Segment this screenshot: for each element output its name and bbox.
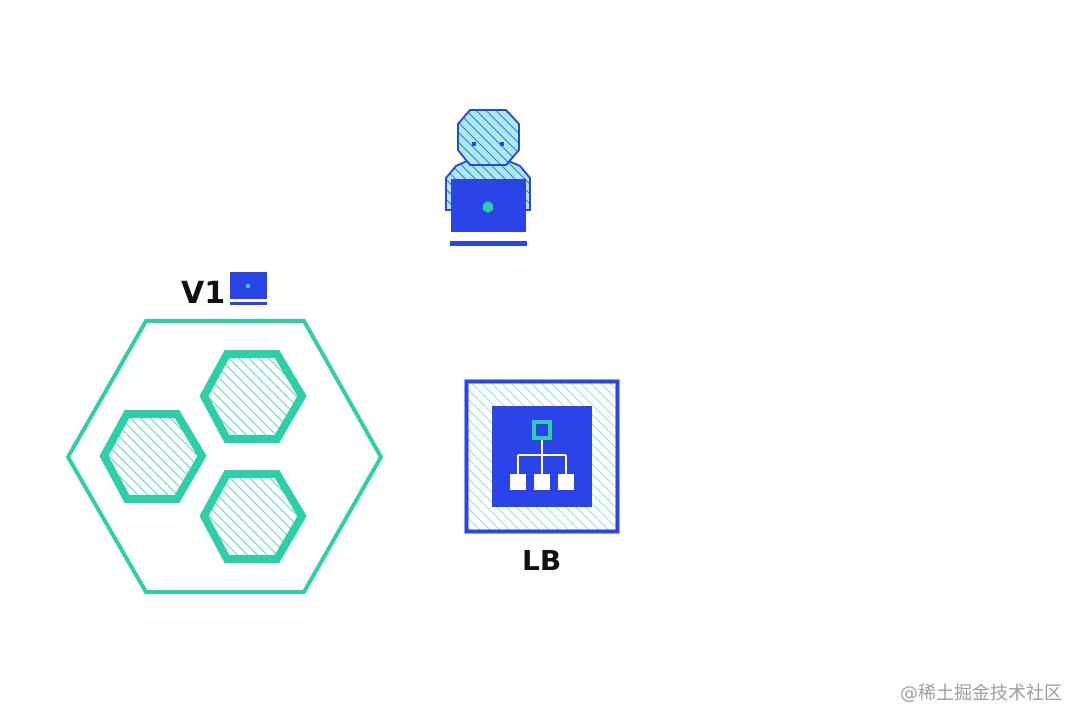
laptop-base xyxy=(450,241,527,246)
inner-hexagon-left xyxy=(99,410,207,503)
badge-base xyxy=(230,302,267,305)
lb-leaf-left xyxy=(510,474,526,490)
version-laptop-icon xyxy=(230,272,267,305)
lb-root-node xyxy=(532,420,552,440)
user-head xyxy=(457,109,520,166)
watermark: @稀土掘金技术社区 xyxy=(900,683,1062,704)
inner-hexagon-top xyxy=(199,350,307,443)
lb-leaf-mid xyxy=(534,474,550,490)
inner-hexagon-bottom xyxy=(199,470,307,563)
hexagon-cluster-icon xyxy=(65,319,384,594)
version-label: V1 xyxy=(181,276,226,311)
user-with-laptop-icon xyxy=(445,109,531,246)
badge-dot xyxy=(246,284,250,288)
outer-hexagon xyxy=(65,319,384,594)
load-balancer-label: LB xyxy=(522,544,562,577)
laptop-logo xyxy=(483,201,493,213)
user-eye-right xyxy=(500,142,504,146)
lb-leaf-right xyxy=(558,474,574,490)
user-eye-left xyxy=(472,142,476,146)
load-balancer-icon xyxy=(464,379,620,534)
